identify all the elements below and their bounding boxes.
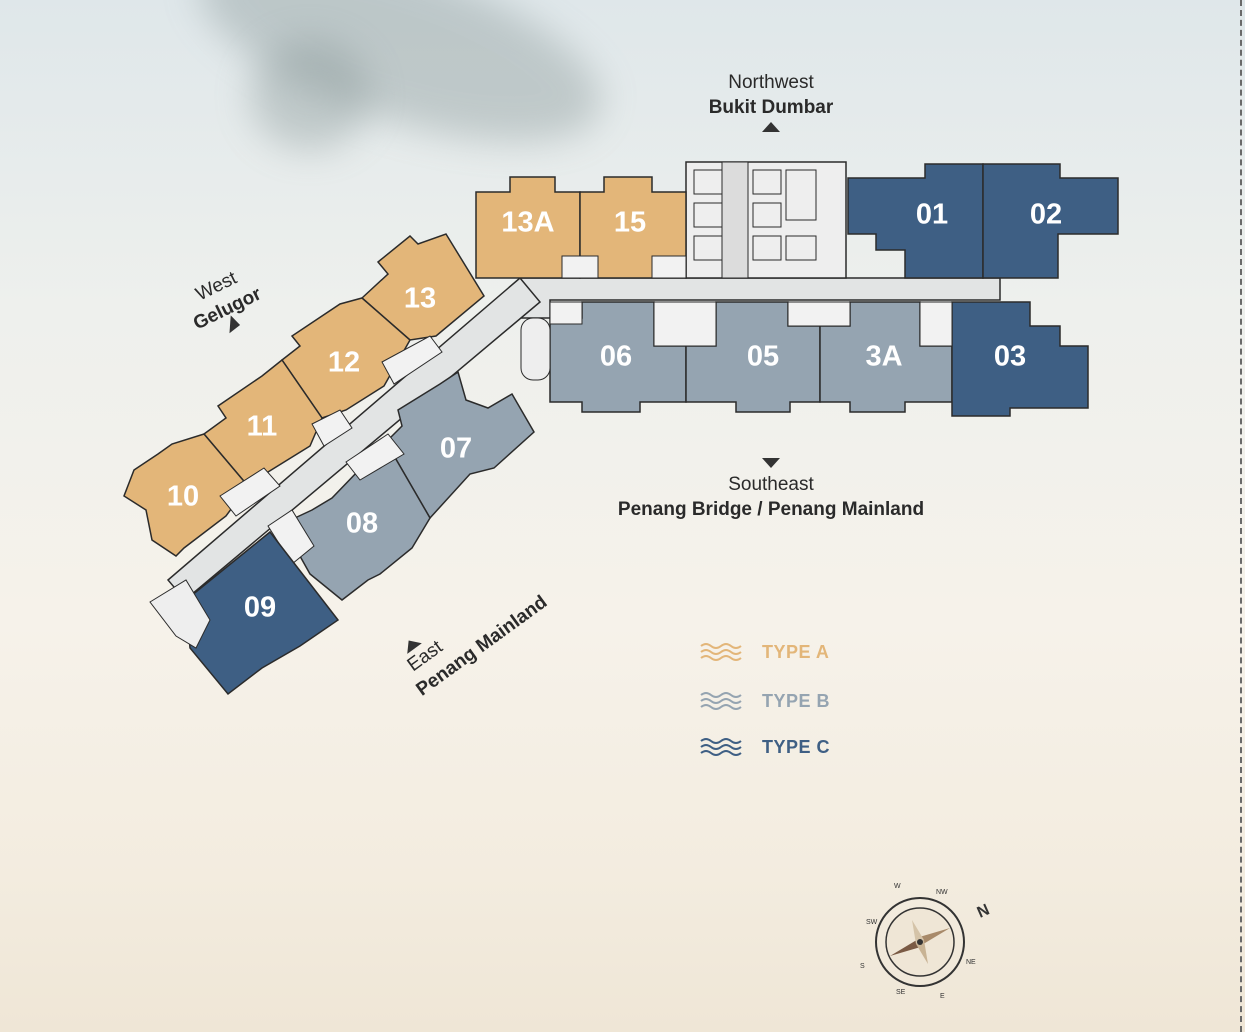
- legend-type-c-label: TYPE C: [762, 736, 831, 757]
- unit-10-label: 10: [167, 481, 199, 513]
- wave-icon: [700, 643, 742, 661]
- unit-15-label: 15: [614, 207, 646, 239]
- legend-type-c: TYPE C: [700, 735, 830, 759]
- unit-02-shape[interactable]: [982, 163, 1119, 279]
- legend-type-b: TYPE B: [700, 689, 830, 713]
- unit-09-label: 09: [244, 592, 276, 624]
- compass-tick: S: [860, 963, 865, 970]
- unit-09-shape[interactable]: [185, 530, 340, 696]
- shaft-box: [651, 255, 687, 279]
- arrow-down-icon: [762, 458, 780, 468]
- compass-tick: NW: [936, 889, 948, 896]
- compass-tick: SW: [866, 919, 878, 926]
- unit-02-label: 02: [1030, 199, 1062, 231]
- shaft-box: [381, 335, 443, 385]
- legend-type-a-label: TYPE A: [762, 641, 830, 662]
- compass-north-letter: N: [975, 901, 992, 921]
- unit-07-shape[interactable]: [385, 370, 535, 520]
- arrow-down-icon: [229, 315, 241, 334]
- palm-shadow: [250, 40, 370, 150]
- unit-13-label: 13: [404, 283, 436, 315]
- unit-10-shape[interactable]: [123, 433, 249, 557]
- direction-northwest: Northwest Bukit Dumbar: [671, 70, 871, 132]
- shaft-box: [219, 467, 281, 517]
- unit-05-label: 05: [747, 341, 779, 373]
- compass-tick: W: [894, 883, 901, 890]
- compass-tick: NE: [966, 959, 976, 966]
- direction-southeast-word: Southeast: [728, 474, 814, 495]
- shaft-box: [919, 301, 953, 347]
- shaft-box: [653, 301, 717, 347]
- shaft-box: [787, 301, 851, 327]
- legend-type-b-label: TYPE B: [762, 690, 831, 711]
- shaft-box: [311, 409, 353, 447]
- compass-tick: E: [940, 993, 945, 1000]
- compass-tick: SE: [896, 989, 906, 996]
- unit-01-shape[interactable]: [847, 163, 984, 279]
- direction-southeast: Southeast Penang Bridge / Penang Mainlan…: [571, 458, 971, 522]
- unit-12-label: 12: [328, 347, 360, 379]
- unit-13A-label: 13A: [501, 207, 554, 239]
- unit-3A-label: 3A: [865, 341, 902, 373]
- legend-type-a: TYPE A: [700, 640, 829, 664]
- shaft-box: [561, 255, 599, 279]
- shaft-box: [549, 301, 583, 325]
- direction-northwest-word: Northwest: [728, 72, 814, 93]
- direction-northwest-place: Bukit Dumbar: [708, 97, 834, 118]
- unit-11-label: 11: [247, 411, 278, 443]
- shaft-box: [345, 433, 405, 481]
- unit-03-shape[interactable]: [951, 301, 1089, 417]
- unit-08-shape[interactable]: [280, 440, 431, 601]
- stair-core: [149, 579, 211, 649]
- direction-southeast-place: Penang Bridge / Penang Mainland: [617, 499, 925, 520]
- unit-13-shape[interactable]: [360, 233, 485, 341]
- stair-core: [520, 317, 551, 381]
- wave-icon: [700, 692, 742, 710]
- arrow-up-icon: [762, 122, 780, 132]
- wave-icon: [700, 738, 742, 756]
- unit-01-label: 01: [916, 199, 948, 231]
- unit-15-shape[interactable]: [579, 176, 687, 279]
- unit-13A-shape[interactable]: [475, 176, 581, 279]
- unit-03-label: 03: [994, 341, 1026, 373]
- unit-06-label: 06: [600, 341, 632, 373]
- page-edge-dashed-line: [1240, 0, 1242, 1032]
- compass-icon: N W NW SW S SE E NE: [860, 883, 992, 1000]
- unit-07-label: 07: [440, 433, 472, 465]
- lift-core: [685, 161, 847, 279]
- unit-08-label: 08: [346, 508, 378, 540]
